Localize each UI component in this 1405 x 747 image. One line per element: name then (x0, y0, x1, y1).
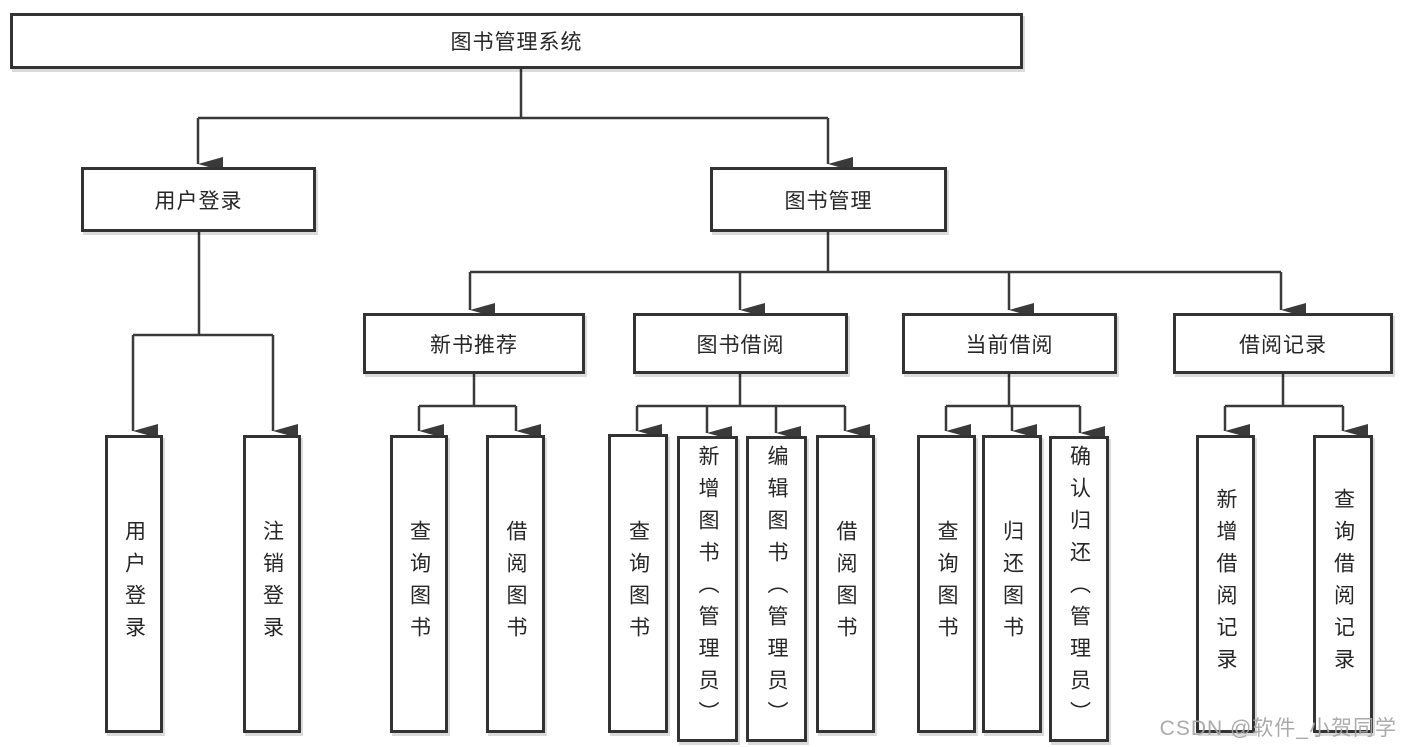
node-user-login-label: 用户登录 (154, 189, 243, 213)
node-book-borrow-label: 图书借阅 (696, 333, 785, 357)
leaf-nb-query-book-label: 查询图书 (407, 520, 431, 648)
node-root-system: 图书管理系统 (10, 13, 1023, 69)
leaf-bb-add-book-admin: 新增图书（管理员） (677, 436, 738, 742)
leaf-br-query-record-label: 查询借阅记录 (1331, 488, 1355, 680)
leaf-cb-query-book-label: 查询图书 (935, 520, 958, 648)
leaf-logout: 注销登录 (243, 435, 301, 733)
leaf-nb-borrow-book: 借阅图书 (486, 435, 545, 733)
leaf-br-query-record: 查询借阅记录 (1313, 435, 1373, 733)
leaf-br-add-record: 新增借阅记录 (1196, 435, 1255, 733)
leaf-user-login-label: 用户登录 (122, 520, 146, 648)
node-user-login: 用户登录 (81, 167, 316, 232)
leaf-bb-borrow-book-label: 借阅图书 (834, 520, 857, 648)
connector-borrow-record-trunk (1225, 374, 1343, 408)
connector-user-login-trunk (133, 232, 273, 337)
leaf-cb-return-book: 归还图书 (982, 435, 1042, 733)
connector-new-book-trunk (419, 374, 516, 408)
node-root-label: 图书管理系统 (450, 31, 583, 54)
node-borrow-record-label: 借阅记录 (1239, 333, 1327, 357)
node-new-book-recommend: 新书推荐 (363, 313, 585, 374)
leaf-bb-query-book-label: 查询图书 (626, 519, 650, 648)
connector-book-borrow-trunk (637, 374, 845, 408)
leaf-cb-query-book: 查询图书 (917, 435, 976, 733)
node-current-borrow: 当前借阅 (902, 313, 1117, 374)
connector-book-management-trunk (470, 232, 1281, 274)
connector-root-trunk (198, 69, 828, 120)
connector-current-borrow-trunk (946, 374, 1080, 408)
node-current-borrow-label: 当前借阅 (965, 333, 1054, 357)
leaf-user-login: 用户登录 (105, 435, 163, 733)
leaf-cb-confirm-return-admin-label: 确认归还（管理员） (1067, 445, 1091, 733)
node-book-borrow: 图书借阅 (633, 313, 848, 374)
leaf-nb-query-book: 查询图书 (390, 435, 448, 733)
leaf-logout-label: 注销登录 (260, 520, 284, 648)
node-book-management: 图书管理 (710, 167, 947, 232)
node-book-management-label: 图书管理 (784, 189, 873, 213)
node-new-book-recommend-label: 新书推荐 (430, 333, 518, 357)
leaf-bb-borrow-book: 借阅图书 (816, 435, 875, 733)
csdn-watermark: CSDN @软件_小贺同学 (1159, 717, 1397, 740)
leaf-nb-borrow-book-label: 借阅图书 (504, 520, 527, 648)
leaf-bb-add-book-admin-label: 新增图书（管理员） (696, 445, 719, 733)
leaf-bb-edit-book-admin: 编辑图书（管理员） (746, 436, 807, 742)
leaf-bb-edit-book-admin-label: 编辑图书（管理员） (765, 445, 788, 733)
leaf-cb-return-book-label: 归还图书 (1000, 520, 1024, 648)
leaf-cb-confirm-return-admin: 确认归还（管理员） (1049, 436, 1109, 742)
leaf-bb-query-book: 查询图书 (608, 434, 668, 733)
node-borrow-record: 借阅记录 (1173, 313, 1393, 374)
leaf-br-add-record-label: 新增借阅记录 (1214, 488, 1237, 680)
